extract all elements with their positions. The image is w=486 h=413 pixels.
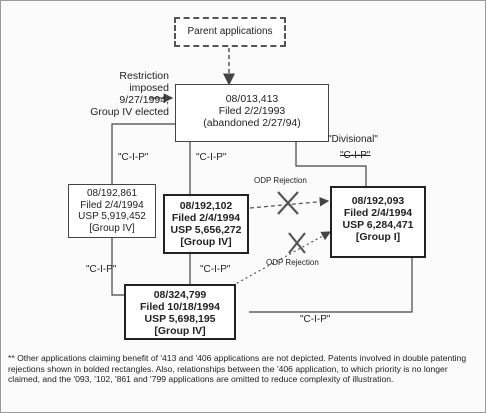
root-line-1: 08/013,413	[225, 93, 279, 105]
app-861-line-1: 08/192,861	[86, 188, 138, 199]
root-line-2: Filed 2/2/1993	[218, 105, 286, 118]
app-093-line-1: 08/192,093	[351, 195, 405, 207]
cip-bottom-left-label: "C-I-P"	[86, 264, 117, 275]
divisional-label: "Divisional"	[328, 134, 378, 145]
app-861-line-3: USP 5,919,452	[78, 211, 146, 222]
restriction-line-2: imposed	[129, 82, 169, 95]
app-799-line-4: [Group IV]	[154, 325, 206, 338]
app-861-line-2: Filed 2/4/1994	[80, 199, 144, 211]
cip-bottom-mid-label: "C-I-P"	[200, 264, 231, 275]
cip-bottom-long-label: "C-I-P"	[300, 314, 331, 325]
left-bottom-line	[111, 238, 124, 296]
odp-top-arrow	[249, 196, 330, 209]
app-093-line-2: Filed 2/4/1994	[343, 207, 413, 220]
bottom-right-line	[249, 258, 413, 313]
odp-top-x	[277, 191, 299, 215]
root-right-line	[295, 142, 367, 186]
odp-rejection-bottom-label: ODP Rejection	[266, 258, 319, 267]
cip-mid-label: "C-I-P"	[196, 152, 227, 163]
root-application-box: 08/013,413 Filed 2/2/1993 (abandoned 2/2…	[175, 84, 329, 142]
root-line-3: (abandoned 2/27/94)	[203, 117, 301, 130]
app-093-line-3: USP 6,284,471	[342, 219, 414, 232]
odp-bottom-arrow	[227, 231, 332, 289]
restriction-note: Restriction imposed 9/27/1994, Group IV …	[84, 70, 169, 118]
parent-applications-box: Parent applications	[174, 17, 286, 47]
cip-right-label: "C-I-P"	[340, 150, 371, 161]
root-left-line	[111, 123, 175, 184]
odp-bottom-x	[288, 232, 306, 254]
restriction-line-1: Restriction	[119, 70, 169, 82]
app-799-line-1: 08/324,799	[153, 289, 207, 301]
app-861-box: 08/192,861 Filed 2/4/1994 USP 5,919,452 …	[68, 184, 156, 238]
app-799-line-3: USP 5,698,195	[144, 313, 216, 326]
app-102-box: 08/192,102 Filed 2/4/1994 USP 5,656,272 …	[163, 194, 249, 254]
app-102-line-3: USP 5,656,272	[170, 224, 242, 237]
app-093-line-4: [Group I]	[355, 231, 401, 244]
app-102-line-2: Filed 2/4/1994	[171, 212, 241, 225]
odp-rejection-top-label: ODP Rejection	[254, 176, 307, 185]
parent-label: Parent applications	[187, 26, 273, 37]
app-093-box: 08/192,093 Filed 2/4/1994 USP 6,284,471 …	[330, 186, 426, 258]
restriction-line-4: Group IV elected	[90, 106, 169, 119]
app-799-box: 08/324,799 Filed 10/18/1994 USP 5,698,19…	[124, 284, 236, 340]
app-799-line-2: Filed 10/18/1994	[140, 301, 220, 314]
restriction-line-3: 9/27/1994,	[119, 94, 169, 107]
cip-left-label: "C-I-P"	[118, 152, 149, 163]
app-861-line-4: [Group IV]	[89, 222, 135, 234]
app-102-line-4: [Group IV]	[180, 236, 232, 249]
app-102-line-1: 08/192,102	[179, 200, 233, 212]
footnote: ** Other applications claiming benefit o…	[8, 353, 467, 385]
